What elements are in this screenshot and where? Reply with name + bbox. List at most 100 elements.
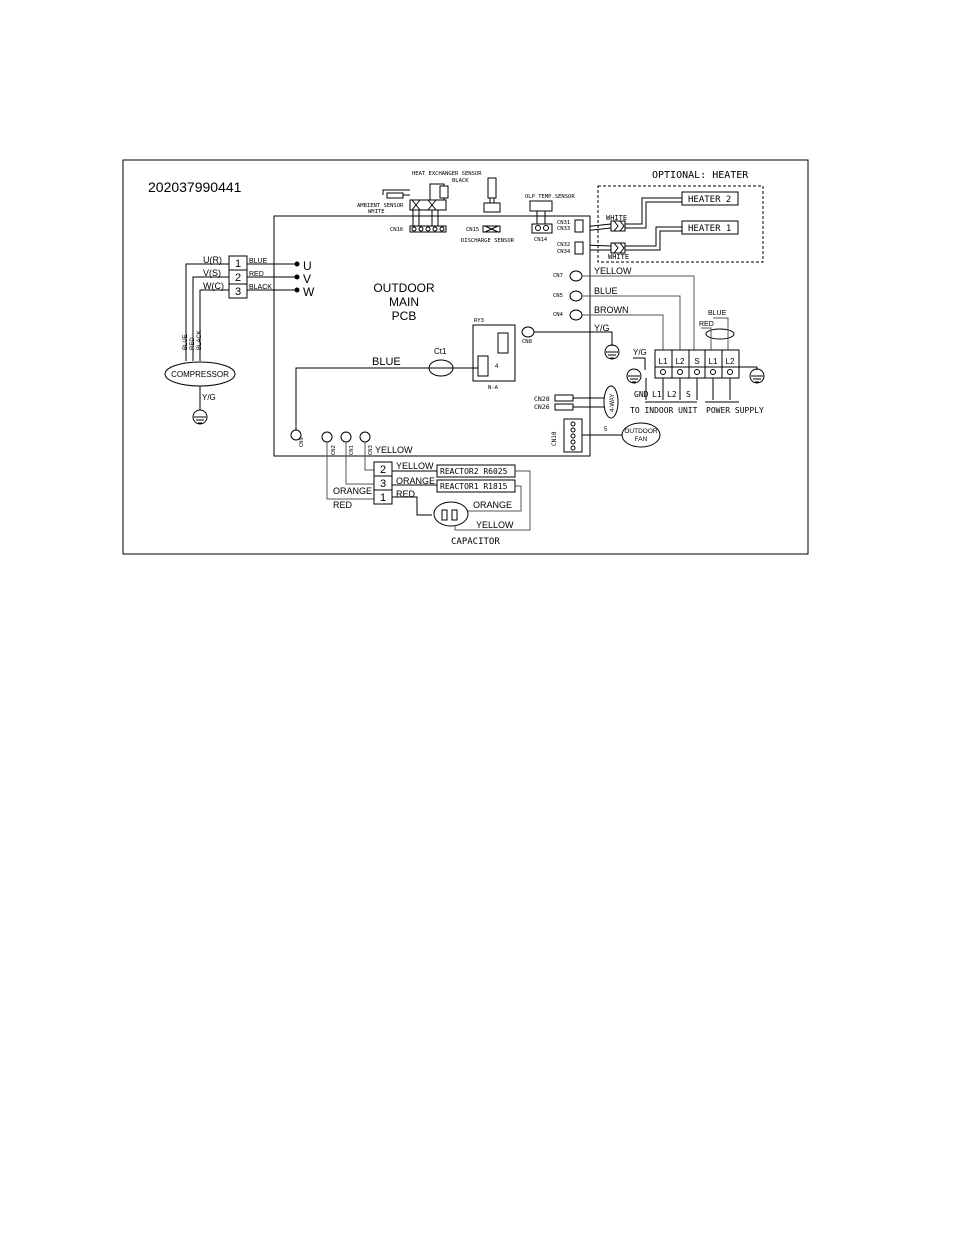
cn31-label: CN31 <box>557 220 570 226</box>
compressor-label: COMPRESSOR <box>171 370 229 379</box>
pcb-label-3: PCB <box>392 309 417 323</box>
olp-temp-sensor-label: OLP TEMP.SENSOR <box>525 194 575 200</box>
doc-number: 202037990441 <box>148 179 242 195</box>
cn16-label: CN16 <box>390 227 403 233</box>
outdoor-fan-label-2: FAN <box>635 436 648 443</box>
vs-label: V(S) <box>203 268 221 278</box>
outdoor-fan-label-1: OUTDOOR <box>624 428 658 435</box>
blue-wire-cn5: BLUE <box>594 286 618 296</box>
reactor-terminal-3: 3 <box>380 478 386 490</box>
cn14-label: CN14 <box>534 237 548 243</box>
black-wire-w: BLACK <box>249 284 272 291</box>
red-wire-vertical: RED <box>190 337 196 350</box>
yg-terminal-label: Y/G <box>633 348 647 357</box>
capacitor-label: CAPACITOR <box>451 537 500 547</box>
outdoor-main-pcb <box>273 215 591 457</box>
cn28-connector <box>554 394 574 402</box>
relay-contact-top <box>497 332 509 354</box>
capacitor <box>433 501 469 527</box>
yellow-wire-cn7: YELLOW <box>594 266 632 276</box>
cn15-label: CN15 <box>466 227 479 233</box>
black-wire-vertical: BLACK <box>197 330 203 350</box>
relay-number: 4 <box>495 364 499 370</box>
ambient-sensor-label: AMBIENT SENSOR <box>357 203 404 209</box>
terminal-l2-indoor: L2 <box>676 357 685 366</box>
cn9-connector <box>290 429 302 441</box>
discharge-sensor-body <box>487 177 497 199</box>
to-indoor-unit-label: TO INDOOR UNIT <box>630 406 698 415</box>
compressor-yg-label: Y/G <box>202 393 216 402</box>
terminal-1: 1 <box>235 258 241 270</box>
heat-exchanger-sensor-label: HEAT EXCHANGER SENSOR <box>412 171 482 177</box>
cn16-connector <box>409 225 447 233</box>
red-wire-cn2: RED <box>333 500 353 510</box>
cn5-connector <box>569 290 583 302</box>
four-way-label: 4-WAY <box>610 394 616 412</box>
cn8-label: CN8 <box>522 339 532 345</box>
red-wire-v: RED <box>249 271 264 278</box>
pcb-label-1: OUTDOOR <box>373 281 435 295</box>
cn1-connector <box>340 431 352 443</box>
red-wire-power: RED <box>699 321 714 328</box>
power-supply-label: POWER SUPPLY <box>706 406 764 415</box>
cn34-label: CN34 <box>557 249 571 255</box>
cn26-connector <box>554 403 574 411</box>
terminal-v-label: V <box>303 272 311 286</box>
heat-exchanger-sensor-body <box>439 185 449 199</box>
discharge-sensor-connector <box>483 202 501 213</box>
orange-wire-capacitor: ORANGE <box>473 500 512 510</box>
terminal-l1-indoor: L1 <box>659 357 668 366</box>
reactor-1-label: REACTOR1 R1815 <box>440 482 508 491</box>
fan-wire-count: 5 <box>604 427 608 433</box>
terminal-l1-power: L1 <box>709 357 718 366</box>
ground-compressor-icon <box>192 409 208 425</box>
cn32-label: CN32 <box>557 242 570 248</box>
ry3-label: RY3 <box>474 318 484 324</box>
white-label-top: WHITE <box>606 214 627 222</box>
reactor-terminal-2: 2 <box>380 464 386 476</box>
cn4-connector <box>569 309 583 321</box>
four-way-valve <box>603 385 619 419</box>
heater-2-label: HEATER 2 <box>688 195 731 205</box>
optional-heater-label: OPTIONAL: HEATER <box>652 170 749 181</box>
ct1-label: Ct1 <box>434 347 447 356</box>
optional-heater-box <box>597 185 764 263</box>
reactor-terminal-block <box>373 461 393 505</box>
l2-indoor-label: L2 <box>667 390 677 399</box>
blue-wire-vertical: BLUE <box>183 334 189 350</box>
black-label: BLACK <box>452 178 469 184</box>
cn2-label: CN2 <box>331 445 337 455</box>
terminal-w-label: W <box>303 285 315 299</box>
na-label: N-A <box>488 385 499 391</box>
yellow-wire-cn3: YELLOW <box>375 445 413 455</box>
discharge-sensor-label: DISCHARGE SENSOR <box>461 238 515 244</box>
outdoor-fan <box>621 422 661 448</box>
heater-1-label: HEATER 1 <box>688 224 731 234</box>
cn9-label: CN9 <box>299 437 305 447</box>
brown-wire-cn4: BROWN <box>594 305 629 315</box>
terminal-u-label: U <box>303 259 312 273</box>
cn2-connector <box>321 431 333 443</box>
white-label-bottom: WHITE <box>608 253 629 261</box>
yg-wire-cn8: Y/G <box>594 323 610 333</box>
power-cable-sleeve <box>705 328 735 340</box>
pcb-label-2: MAIN <box>389 295 419 309</box>
ground-cn8-icon <box>604 344 620 360</box>
cn31-cn33-connector <box>574 219 584 233</box>
cn4-label: CN4 <box>553 312 564 318</box>
ground-terminal-icon <box>626 368 642 384</box>
blue-wire-power: BLUE <box>708 310 727 317</box>
cn10-connector <box>563 418 583 453</box>
orange-wire-cn1: ORANGE <box>333 486 372 496</box>
ur-label: U(R) <box>203 255 222 265</box>
terminal-l2-power: L2 <box>726 357 735 366</box>
ambient-sensor-body <box>386 192 404 199</box>
cn32-cn34-connector <box>574 241 584 255</box>
gnd-label: GND <box>634 390 649 399</box>
ground-power-icon <box>749 368 765 384</box>
olp-sensor-body <box>529 200 553 212</box>
cn7-label: CN7 <box>553 273 563 279</box>
cn33-label: CN33 <box>557 226 570 232</box>
cn8-connector <box>521 326 535 338</box>
